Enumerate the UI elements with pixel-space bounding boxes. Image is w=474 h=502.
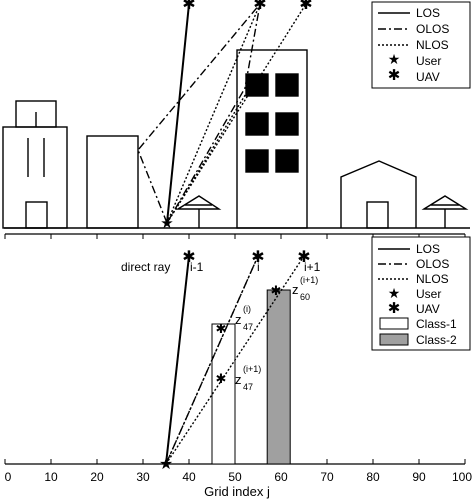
x-tick-label-100: 100	[452, 470, 472, 484]
svg-text:47: 47	[243, 382, 253, 392]
svg-text:60: 60	[300, 292, 310, 302]
uav-marker-top-2: ✱	[253, 0, 266, 13]
x-tick-label-0: 0	[5, 470, 12, 484]
x-tick-label-10: 10	[44, 470, 58, 484]
x-tick-label-20: 20	[90, 470, 104, 484]
svg-text:(i): (i)	[243, 304, 251, 314]
x-tick-label-80: 80	[366, 470, 380, 484]
legend-star-icon-bottom: ★	[388, 285, 401, 301]
house	[340, 160, 417, 229]
legend-bottom-nlos: NLOS	[416, 272, 449, 286]
svg-text:z: z	[292, 282, 299, 297]
legend-bottom-olos: OLOS	[416, 257, 449, 271]
uav-marker-bottom-3: ✱	[297, 249, 310, 266]
x-axis-label: Grid index j	[204, 484, 270, 499]
user-marker-top: ★	[160, 215, 173, 232]
legend-star-icon: ★	[388, 51, 401, 67]
legend-label-olos: OLOS	[416, 22, 449, 36]
uav-marker-bottom-2: ✱	[251, 249, 264, 266]
nlos-ray-bottom-2	[165, 255, 305, 465]
legend-bottom-los: LOS	[416, 242, 440, 256]
uav-marker-top-1: ✱	[182, 0, 195, 13]
svg-text:47: 47	[243, 322, 253, 332]
intersection-z47i1-marker: ✱	[216, 371, 227, 386]
svg-text:(i+1): (i+1)	[300, 275, 318, 285]
legend-bottom-user: User	[416, 287, 441, 301]
ray-label-i: i	[257, 260, 260, 274]
top-legend: ★ ✱ LOS OLOS NLOS User UAV	[371, 1, 471, 89]
legend-class1-swatch	[379, 317, 409, 330]
z47-i-label: z (i) 47	[235, 304, 253, 332]
nlos-ray-top-3	[166, 91, 248, 224]
legend-label-nlos: NLOS	[416, 38, 449, 52]
x-tick-label-30: 30	[136, 470, 150, 484]
x-tick-label-40: 40	[182, 470, 196, 484]
nlos-ray-top-2	[166, 3, 307, 224]
user-marker-bottom: ★	[159, 456, 173, 473]
legend-bottom-class1: Class-1	[416, 317, 457, 331]
intersection-z47i-marker: ✱	[216, 321, 227, 336]
z47-i1-label: z (i+1) 47	[235, 364, 261, 392]
svg-text:z: z	[235, 372, 242, 387]
x-tick-label-50: 50	[228, 470, 242, 484]
ray-label-i-plus-1: i+1	[304, 260, 321, 274]
building-small	[86, 135, 139, 229]
intersection-z60-marker: ✱	[271, 283, 282, 298]
x-tick-label-60: 60	[274, 470, 288, 484]
olos-ray-top-1	[137, 3, 261, 224]
x-axis-ticks: 0 10 20 30 40 50 60 70 80 90 100	[4, 234, 472, 484]
svg-text:z: z	[235, 312, 242, 327]
olos-ray-top-2	[166, 3, 261, 224]
legend-asterisk-icon: ✱	[388, 67, 401, 84]
legend-label-uav: UAV	[416, 70, 440, 84]
top-panel: ★ ✱ ✱ ✱	[2, 0, 470, 232]
legend-class2-swatch	[379, 333, 409, 346]
x-tick-label-90: 90	[412, 470, 426, 484]
class2-bar	[266, 289, 291, 465]
legend-bottom-uav: UAV	[416, 302, 440, 316]
los-ray-bottom	[165, 255, 190, 465]
building-left	[2, 100, 68, 229]
los-ray-top	[166, 3, 190, 224]
bottom-legend: ★ ✱ LOS OLOS NLOS User UAV Class-1 Class…	[371, 236, 471, 351]
tree-icon-1	[175, 195, 222, 228]
legend-asterisk-icon-bottom: ✱	[388, 300, 401, 317]
legend-label-user: User	[416, 54, 441, 68]
class1-bar	[211, 323, 236, 465]
uav-marker-top-3: ✱	[299, 0, 312, 13]
ray-label-i-minus-1: i-1	[190, 260, 204, 274]
legend-bottom-class2: Class-2	[416, 333, 457, 347]
bottom-panel: 0 10 20 30 40 50 60 70 80 90 100 Grid index j ★ ✱ …	[4, 233, 472, 499]
tree-icon-2	[421, 195, 469, 228]
uav-marker-bottom-1: ✱	[182, 249, 195, 266]
building-tall	[236, 49, 308, 229]
nlos-ray-bottom-1	[165, 255, 259, 465]
svg-text:(i+1): (i+1)	[243, 364, 261, 374]
x-tick-label-70: 70	[320, 470, 334, 484]
legend-label-los: LOS	[416, 6, 440, 20]
z60-i1-label: z (i+1) 60	[292, 275, 318, 302]
direct-ray-label: direct ray	[121, 260, 170, 274]
